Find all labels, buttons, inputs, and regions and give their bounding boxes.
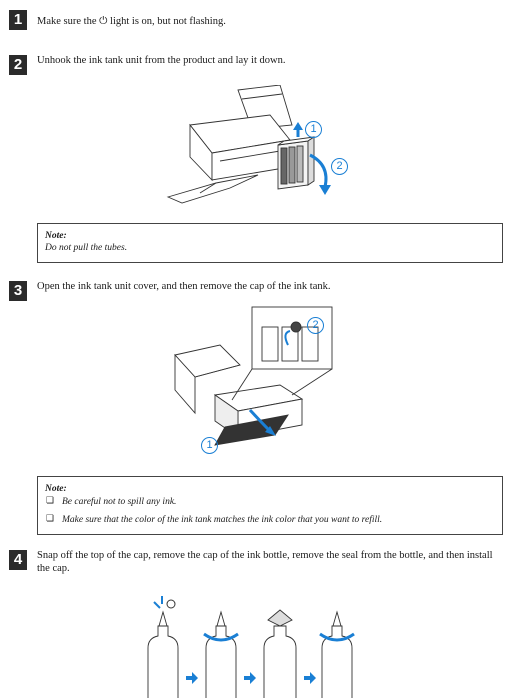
callout-2: 2 — [307, 317, 324, 334]
callout-1: 1 — [305, 121, 322, 138]
note-box-2: Note: ❏ Be careful not to spill any ink.… — [37, 476, 503, 535]
ink-bottle-sequence-illustration — [147, 596, 355, 698]
step-4-text: Snap off the top of the cap, remove the … — [37, 550, 493, 574]
note-body: Do not pull the tubes. — [45, 243, 128, 253]
printer-illustration — [166, 85, 331, 204]
step-number-2: 2 — [9, 55, 27, 75]
note-bullet-1: Be careful not to spill any ink. — [62, 497, 177, 507]
step-number-1: 1 — [9, 10, 27, 30]
note-title: Note: — [45, 484, 67, 494]
note-box-1: Note: Do not pull the tubes. — [37, 223, 503, 263]
ink-tank-illustration — [174, 306, 333, 446]
step-3-text: Open the ink tank unit cover, and then r… — [37, 281, 331, 292]
checkbox-bullet-icon: ❏ — [46, 514, 55, 524]
step-number-3: 3 — [9, 281, 27, 301]
checkbox-bullet-icon: ❏ — [46, 496, 55, 506]
step-1-text: Make sure the ⏻ light is on, but not fla… — [37, 16, 226, 27]
note-title: Note: — [45, 231, 67, 241]
note-bullet-2: Make sure that the color of the ink tank… — [62, 515, 383, 525]
step-2-text: Unhook the ink tank unit from the produc… — [37, 55, 286, 66]
callout-2: 2 — [331, 158, 348, 175]
step-number-4: 4 — [9, 550, 27, 570]
callout-1: 1 — [201, 437, 218, 454]
